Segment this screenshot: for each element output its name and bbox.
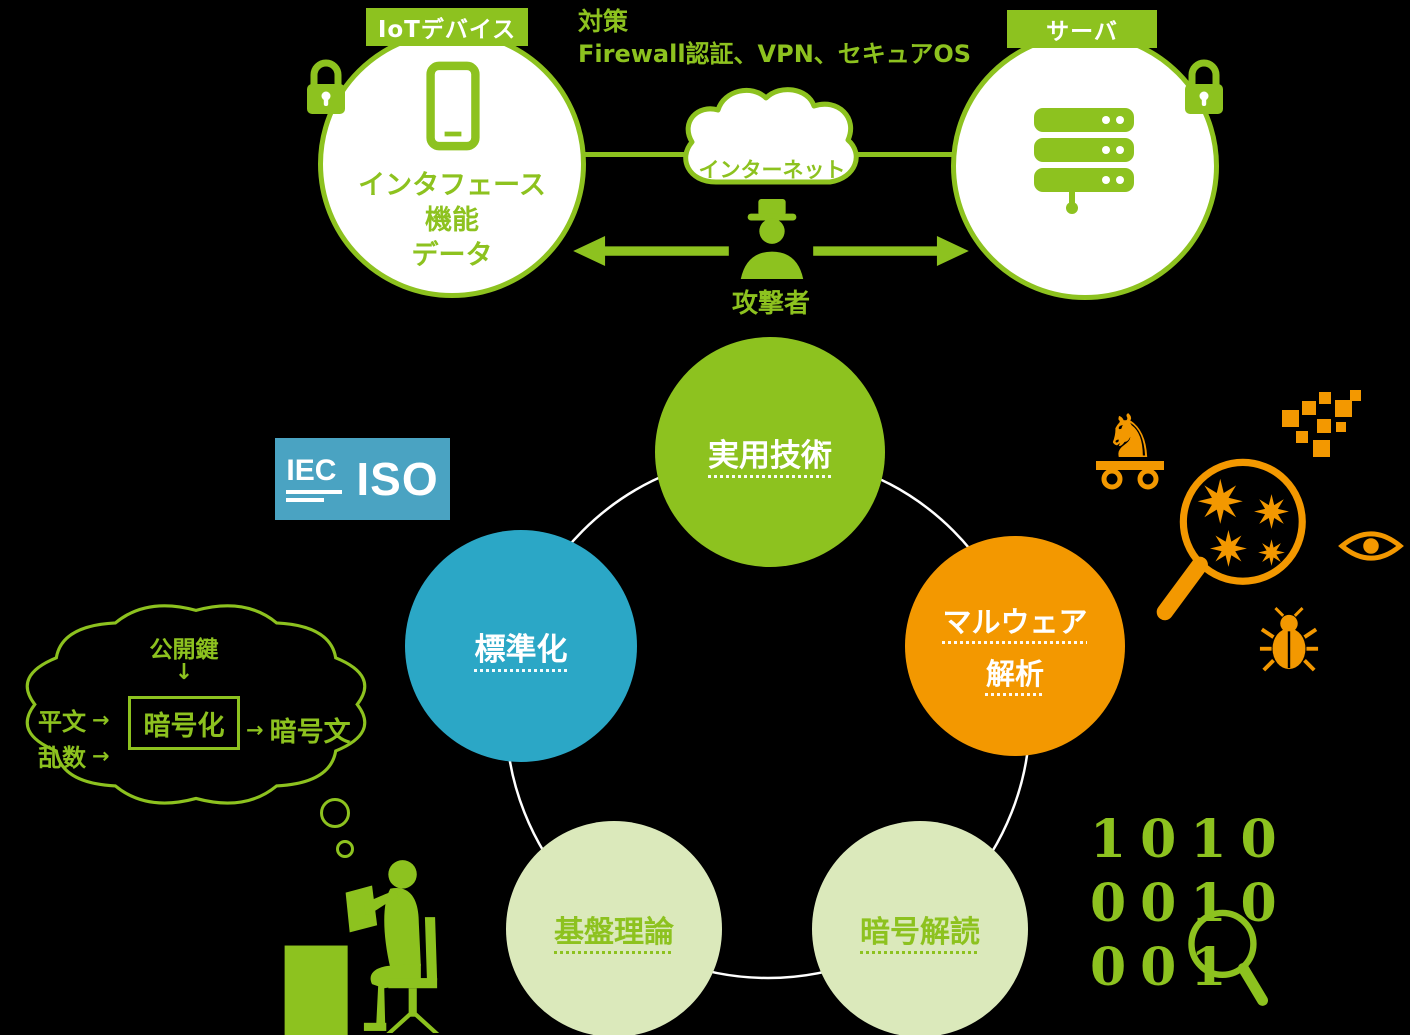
node-malware-analysis: マルウェア 解析 — [905, 536, 1125, 756]
plaintext-row: 平文 → — [38, 702, 110, 737]
node-standardization: 標準化 — [405, 530, 637, 762]
iot-feature-function: 機能 — [425, 205, 479, 236]
public-key-label: 公開鍵 — [149, 637, 219, 663]
plaintext-arrow: → — [92, 707, 110, 732]
malware-magnifier-icon — [1148, 448, 1313, 653]
public-key-down-arrow: ↓ — [174, 660, 194, 685]
ciphertext-label: 暗号文 — [269, 717, 351, 748]
plaintext-label: 平文 — [38, 708, 86, 736]
iot-feature-data: データ — [411, 240, 493, 271]
attack-arrow-right — [806, 236, 976, 266]
attack-arrow-left — [566, 236, 736, 266]
lock-icon-right — [1178, 56, 1230, 118]
server-badge: サーバ — [1007, 10, 1157, 48]
iec-logo-text: IEC — [286, 454, 337, 487]
node-standardization-label: 標準化 — [474, 631, 568, 668]
internet-label: インターネット — [698, 158, 846, 182]
iso-logo-text: ISO — [356, 453, 439, 505]
svg-text:♞: ♞ — [1103, 403, 1157, 472]
server-icon — [1032, 106, 1136, 214]
encryption-box: 暗号化 — [128, 696, 240, 750]
attacker-icon — [733, 196, 811, 280]
node-fundamental-theory: 基盤理論 — [506, 821, 722, 1035]
iot-feature-interface: インタフェース — [358, 170, 546, 201]
thought-trail-circle-large — [320, 798, 350, 828]
encryption-box-label: 暗号化 — [143, 710, 225, 742]
eye-icon — [1338, 524, 1404, 568]
node-cryptanalysis: 暗号解読 — [812, 821, 1028, 1035]
iec-logo-bar — [286, 490, 343, 494]
ciphertext-arrow: → — [246, 717, 264, 742]
node-practical-technology-label: 実用技術 — [708, 437, 832, 474]
ciphertext-row: → 暗号文 — [246, 710, 351, 749]
iot-device-badge: IoTデバイス — [366, 8, 528, 46]
node-cryptanalysis-label: 暗号解読 — [860, 915, 980, 950]
random-number-row: 乱数 → — [38, 738, 110, 773]
bug-icon — [1258, 606, 1320, 676]
iec-logo: IEC — [286, 454, 343, 502]
server-badge-label: サーバ — [1046, 19, 1118, 45]
random-number-label: 乱数 — [38, 744, 86, 772]
trojan-horse-icon: ♞ — [1086, 402, 1174, 491]
lock-icon-left — [300, 56, 352, 118]
iot-device-badge-label: IoTデバイス — [377, 17, 517, 43]
iec-logo-bar2 — [286, 498, 325, 502]
random-number-arrow: → — [92, 743, 110, 768]
pixelated-camera-icon — [1280, 388, 1364, 470]
iot-device-features: インタフェース 機能 データ — [318, 168, 586, 273]
attacker-label: 攻撃者 — [731, 289, 810, 319]
code-magnifier-icon — [1186, 902, 1268, 1014]
countermeasure-list: Firewall認証、VPN、セキュアOS — [578, 40, 972, 68]
binary-row-1: 1010 — [1090, 809, 1291, 870]
iec-iso-standards-badge: IEC ISO — [275, 438, 450, 520]
smartphone-icon — [425, 60, 481, 152]
thought-trail-circle-small — [336, 840, 354, 858]
node-malware-analysis-line2: 解析 — [985, 657, 1044, 691]
internet-cloud: インターネット — [672, 82, 872, 200]
cloud-shape — [683, 87, 859, 185]
node-fundamental-theory-label: 基盤理論 — [554, 915, 674, 950]
researcher-at-desk-icon — [280, 852, 458, 1035]
countermeasure-title: 対策 — [578, 7, 629, 36]
node-practical-technology: 実用技術 — [655, 337, 885, 567]
node-malware-analysis-line1: マルウェア — [942, 605, 1088, 639]
